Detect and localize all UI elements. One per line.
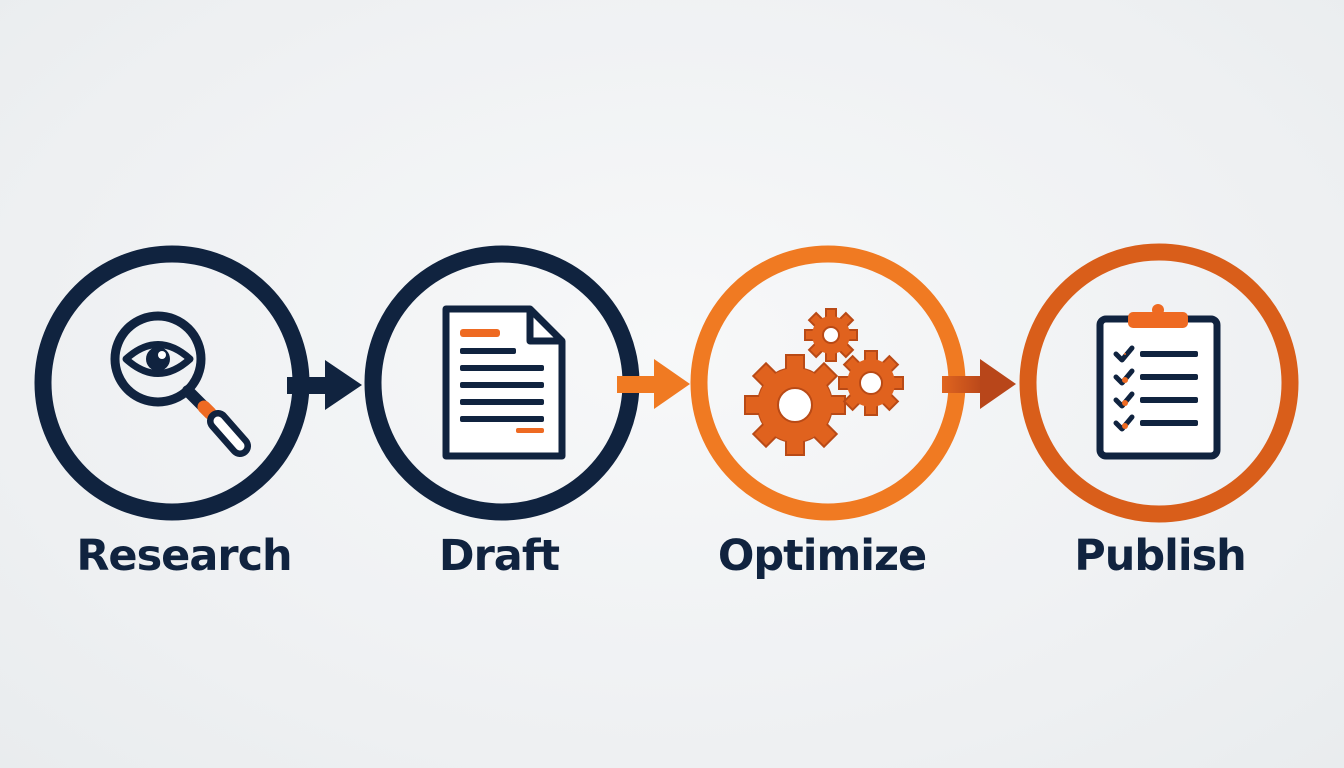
gears-icon bbox=[744, 308, 904, 456]
arrow-optimize-to-publish bbox=[942, 359, 1016, 409]
step-label-publish: Publish bbox=[1074, 531, 1247, 581]
research-ring bbox=[34, 245, 310, 521]
publish-ring bbox=[1019, 243, 1299, 523]
arrow-draft-to-optimize bbox=[617, 359, 690, 409]
step-research bbox=[34, 245, 310, 521]
document-icon bbox=[442, 305, 566, 460]
step-optimize bbox=[690, 245, 966, 521]
step-publish bbox=[1019, 243, 1299, 523]
step-label-research: Research bbox=[76, 531, 292, 581]
arrow-research-to-draft bbox=[287, 360, 362, 410]
step-label-optimize: Optimize bbox=[717, 531, 927, 581]
step-label-draft: Draft bbox=[438, 531, 560, 581]
clipboard-checklist-icon bbox=[1096, 304, 1221, 460]
step-draft bbox=[364, 245, 640, 521]
magnifier-eye-icon bbox=[110, 311, 251, 457]
